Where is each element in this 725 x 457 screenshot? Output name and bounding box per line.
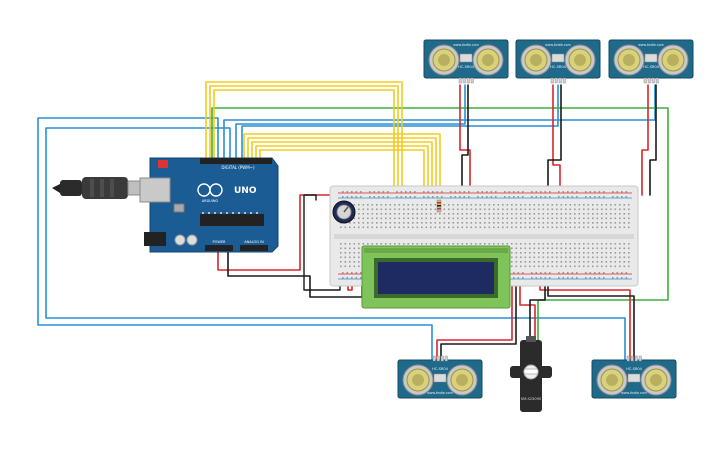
resistor	[436, 199, 442, 213]
sensor-brand-label: www.tindie.com	[427, 391, 452, 395]
sensor-model-label: HC-SR04	[550, 65, 567, 69]
arduino-uno[interactable]: DIGITAL (PWM~) UNO ARDUINO POWER ANALOG …	[139, 157, 279, 253]
lcd-pin-header	[364, 248, 508, 253]
maker-name: ARDUINO	[202, 199, 219, 203]
servo-model: SM-S2309S	[521, 397, 542, 401]
potentiometer-knob-icon	[343, 206, 349, 213]
servo-motor[interactable]: SM-S2309S	[510, 336, 552, 412]
wire-blue-4	[235, 84, 466, 167]
power-label: POWER	[213, 240, 227, 244]
microcontroller-chip	[200, 214, 264, 226]
lcd-display[interactable]	[361, 245, 511, 309]
wire-red-sensor-top-1	[459, 84, 471, 196]
usb-port	[139, 177, 171, 203]
wire-blue-5	[241, 84, 559, 167]
sensor-model-label: HC-SR04	[643, 65, 660, 69]
potentiometer[interactable]	[332, 200, 356, 224]
capacitor-1	[174, 234, 186, 246]
sensor-brand-label: www.tindie.com	[453, 43, 478, 47]
sensor-model-label: HC-SR04	[432, 367, 449, 371]
crystal	[173, 203, 185, 213]
wire-yellow-2	[209, 85, 399, 251]
power-header	[205, 245, 233, 251]
wire-red-sensor-top-3	[641, 84, 649, 196]
sensor-brand-label: www.tindie.com	[638, 43, 663, 47]
digital-header	[200, 158, 272, 164]
wire-green-1	[211, 107, 669, 363]
wire-yellow-1	[205, 81, 403, 251]
wire-blue-3	[45, 127, 626, 363]
wire-blue-1	[223, 84, 656, 167]
sensor-brand-label: www.tindie.com	[545, 43, 570, 47]
usb-cable	[52, 177, 151, 199]
wire-blue-2	[37, 117, 433, 363]
sensor-model-label: HC-SR04	[626, 367, 643, 371]
board-model: UNO	[234, 186, 257, 196]
digital-label: DIGITAL (PWM~)	[221, 165, 255, 170]
wire-black-sensor-top-2	[547, 84, 562, 196]
lcd-screen	[378, 262, 494, 294]
sensor-brand-label: www.tindie.com	[621, 391, 646, 395]
wire-black-sensor-top-1	[461, 84, 469, 196]
power-jack	[144, 232, 166, 246]
center-channel	[334, 234, 634, 239]
capacitor-2	[186, 234, 198, 246]
ultrasonic-sensor-bottom-1[interactable]: www.tindie.com HC-SR04	[397, 355, 483, 399]
wire-black-sensor-top-3	[649, 84, 657, 196]
reset-button[interactable]	[158, 160, 168, 168]
ultrasonic-sensor-bottom-2[interactable]: www.tindie.com HC-SR04	[591, 355, 677, 399]
wire-yellow-3	[213, 89, 395, 251]
analog-header	[240, 245, 268, 251]
wire-red-sensor-top-2	[552, 84, 561, 196]
sensor-model-label: HC-SR04	[458, 65, 475, 69]
analog-label: ANALOG IN	[244, 240, 264, 244]
